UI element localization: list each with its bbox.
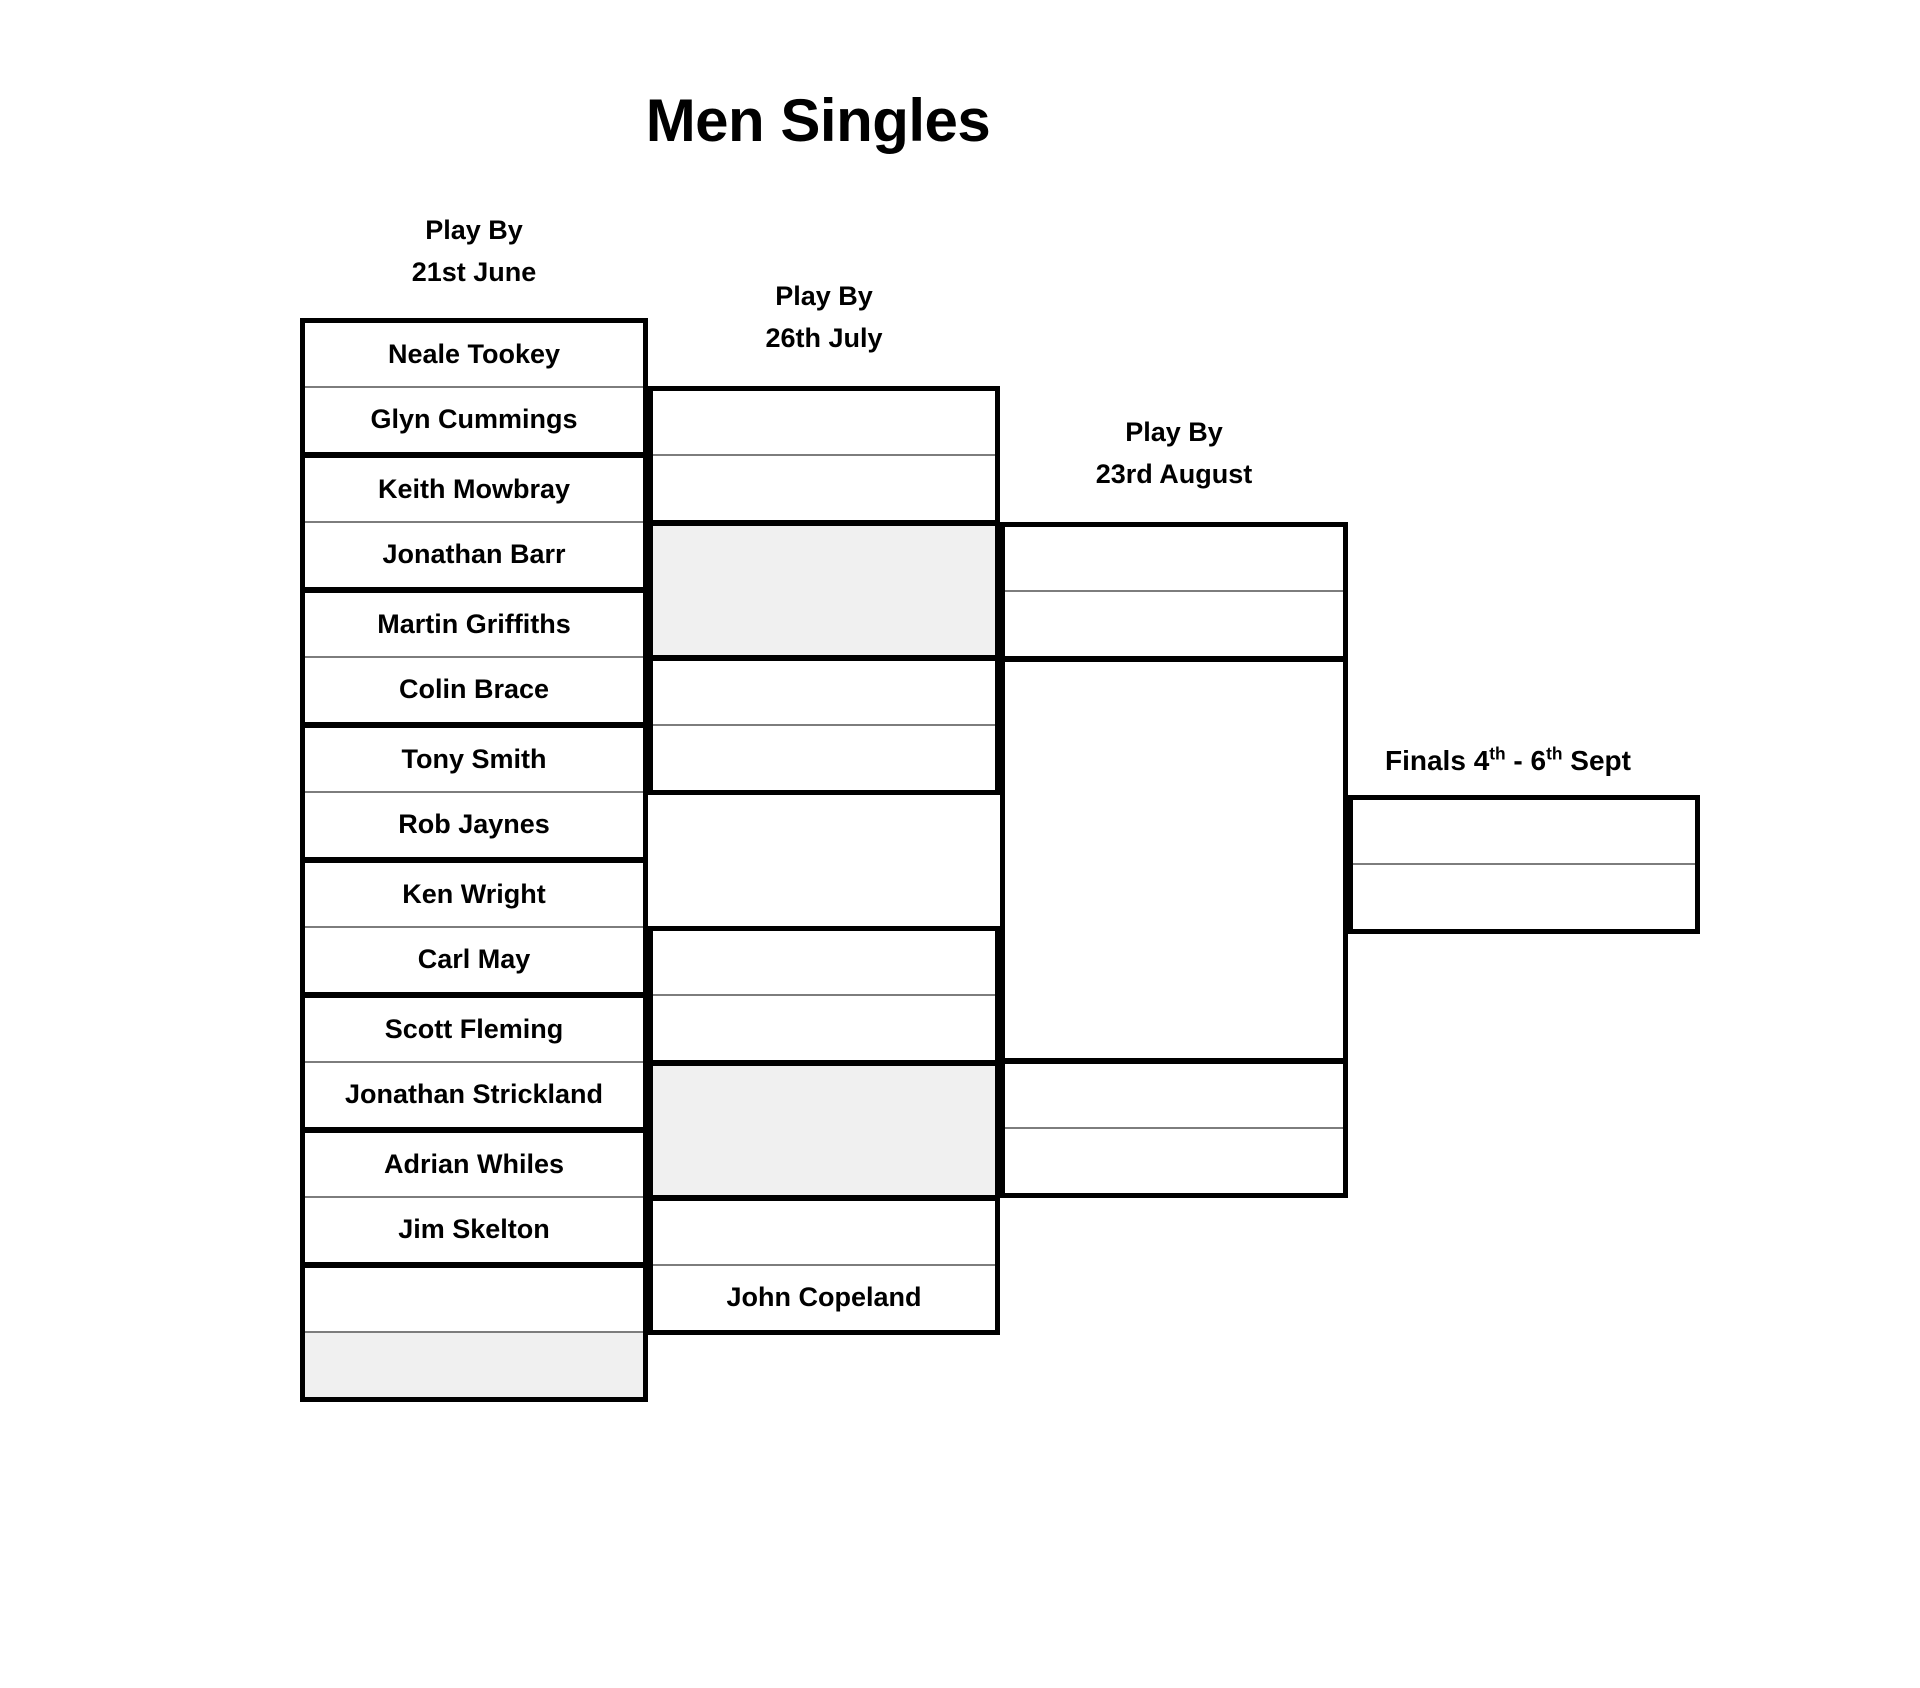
round-1-match: Neale Tookey Glyn Cummings <box>300 318 648 457</box>
bracket-slot[interactable]: Scott Fleming <box>305 998 643 1063</box>
page-title: Men Singles <box>645 87 991 155</box>
round-3-deadline-line1: Play By <box>1125 417 1223 447</box>
bracket-slot[interactable] <box>1005 1064 1343 1129</box>
bracket-slot-empty[interactable] <box>305 1332 643 1397</box>
finals-label-prefix: Finals 4 <box>1385 745 1490 776</box>
round-2-deadline-line1: Play By <box>775 281 873 311</box>
finals-label-suffix: Sept <box>1562 745 1631 776</box>
bracket-slot[interactable] <box>1353 864 1695 929</box>
bracket-slot[interactable] <box>653 931 995 996</box>
bracket-slot[interactable] <box>1005 662 1343 860</box>
round-1-match: Scott Fleming Jonathan Strickland <box>300 993 648 1132</box>
round-1-match: Keith Mowbray Jonathan Barr <box>300 453 648 592</box>
round-2-match <box>648 1061 1000 1200</box>
bracket-slot[interactable] <box>653 391 995 456</box>
round-1-deadline-line2: 21st June <box>411 256 537 287</box>
finals-label-mid: - 6 <box>1505 745 1547 776</box>
round-2-match <box>648 386 1000 525</box>
bracket-slot[interactable]: Jonathan Barr <box>305 522 643 587</box>
bracket-slot-empty[interactable] <box>653 1130 995 1195</box>
round-2-match <box>648 521 1000 660</box>
round-3-deadline-line2: 23rd August <box>1095 458 1253 489</box>
bracket-slot[interactable]: Ken Wright <box>305 863 643 928</box>
bracket-slot[interactable]: Adrian Whiles <box>305 1133 643 1198</box>
round-2-deadline-line2: 26th July <box>765 322 883 353</box>
bracket-slot[interactable] <box>1005 591 1343 656</box>
round-1-match: Martin Griffiths Colin Brace <box>300 588 648 727</box>
round-2-match: John Copeland <box>648 1196 1000 1335</box>
finals-match <box>1348 795 1700 934</box>
bracket-slot[interactable] <box>653 661 995 726</box>
bracket-slot[interactable]: Rob Jaynes <box>305 792 643 857</box>
bracket-slot-empty[interactable] <box>653 590 995 655</box>
bracket-slot[interactable]: Jim Skelton <box>305 1197 643 1262</box>
bracket-slot[interactable] <box>1353 800 1695 865</box>
finals-label-sup2: th <box>1546 743 1563 764</box>
finals-deadline-label: Finals 4th - 6th Sept <box>1385 745 1631 777</box>
round-1-deadline-label: Play By 21st June <box>300 210 648 294</box>
bracket-slot[interactable]: Neale Tookey <box>305 323 643 388</box>
bracket-slot[interactable] <box>653 1201 995 1266</box>
bracket-slot[interactable] <box>653 995 995 1060</box>
bracket-slot[interactable]: Martin Griffiths <box>305 593 643 658</box>
round-3-match <box>1000 657 1348 1063</box>
round-2-match <box>648 926 1000 1065</box>
bracket-slot-empty[interactable] <box>653 1066 995 1131</box>
round-3-deadline-label: Play By 23rd August <box>1000 412 1348 496</box>
bracket-slot[interactable]: Glyn Cummings <box>305 387 643 452</box>
finals-label-sup1: th <box>1489 743 1506 764</box>
bracket-slot[interactable] <box>653 455 995 520</box>
round-2-deadline-label: Play By 26th July <box>648 276 1000 360</box>
round-1-match: Ken Wright Carl May <box>300 858 648 997</box>
round-1-match: Tony Smith Rob Jaynes <box>300 723 648 862</box>
round-2-match <box>648 656 1000 795</box>
round-1-deadline-line1: Play By <box>425 215 523 245</box>
round-3-match <box>1000 522 1348 661</box>
bracket-slot[interactable]: Jonathan Strickland <box>305 1062 643 1127</box>
bracket-slot[interactable] <box>653 725 995 790</box>
bracket-slot[interactable] <box>305 1268 643 1333</box>
bracket-slot[interactable]: Tony Smith <box>305 728 643 793</box>
bracket-slot[interactable] <box>1005 527 1343 592</box>
round-1-match: Adrian Whiles Jim Skelton <box>300 1128 648 1267</box>
bracket-slot-empty[interactable] <box>653 526 995 591</box>
round-3-match <box>1000 1059 1348 1198</box>
bracket-slot[interactable] <box>1005 860 1343 1058</box>
bracket-slot[interactable]: Keith Mowbray <box>305 458 643 523</box>
bracket-slot[interactable]: Carl May <box>305 927 643 992</box>
bracket-slot[interactable] <box>1005 1128 1343 1193</box>
round-1-match <box>300 1263 648 1402</box>
bracket-slot[interactable]: Colin Brace <box>305 657 643 722</box>
bracket-slot[interactable]: John Copeland <box>653 1265 995 1330</box>
